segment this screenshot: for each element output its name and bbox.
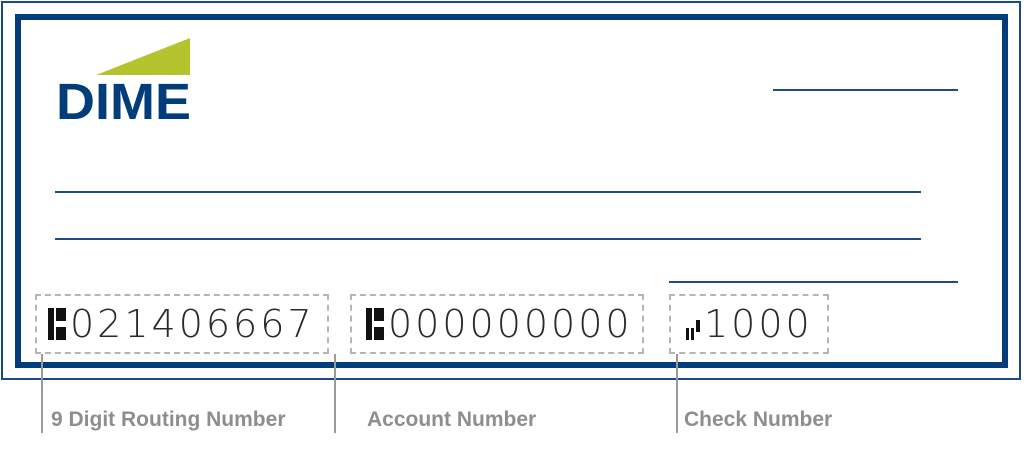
routing-caption: 9 Digit Routing Number xyxy=(51,408,286,431)
check-leader-line xyxy=(676,354,678,433)
signature-line xyxy=(669,281,958,283)
transit-symbol-icon xyxy=(48,308,66,340)
account-number-box: 000000000 xyxy=(350,294,644,354)
check-number-box: 1000 xyxy=(669,294,829,354)
routing-number: 021406667 xyxy=(70,302,315,346)
account-leader-line xyxy=(334,354,336,433)
account-caption: Account Number xyxy=(367,408,537,431)
transit-symbol-icon xyxy=(366,308,384,340)
check-inner-border xyxy=(15,14,1008,368)
date-line xyxy=(773,89,958,91)
on-us-symbol-icon xyxy=(686,308,700,340)
check-outer-border xyxy=(1,1,1021,380)
account-number: 000000000 xyxy=(388,302,633,346)
amount-words-line xyxy=(55,238,921,240)
logo-lime-triangle xyxy=(96,38,190,75)
logo-text: DIME xyxy=(56,73,191,120)
routing-leader-line xyxy=(41,354,43,433)
payee-line xyxy=(55,191,921,193)
routing-number-box: 021406667 xyxy=(35,294,329,354)
check-caption: Check Number xyxy=(684,408,833,431)
dime-logo: DIME xyxy=(56,38,192,120)
check-number: 1000 xyxy=(704,302,813,346)
